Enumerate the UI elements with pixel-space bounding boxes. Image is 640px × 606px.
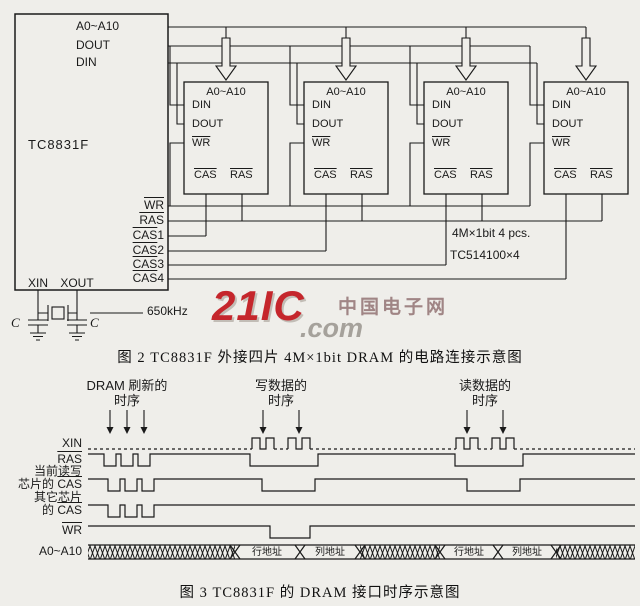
dram3-pin-ras: RAS bbox=[470, 169, 493, 181]
watermark-site-name: 中国电子网 bbox=[338, 297, 449, 318]
main-chip-name: TC8831F bbox=[28, 137, 90, 152]
dram1-pin-wr: WR bbox=[192, 137, 211, 149]
annotation-refresh-line1: DRAM 刷新的 bbox=[86, 378, 168, 393]
dram4-pin-dout: DOUT bbox=[552, 118, 584, 130]
dram4-pin-wr: WR bbox=[552, 137, 571, 149]
dram-part-note: 4M×1bit 4 pcs. bbox=[452, 226, 531, 240]
figure3-caption: 图 3 TC8831F 的 DRAM 接口时序示意图 bbox=[179, 585, 461, 601]
dram2-pin-ras: RAS bbox=[350, 169, 373, 181]
main-chip-pin-ras: RAS bbox=[139, 213, 164, 227]
dram1-pin-din: DIN bbox=[192, 99, 211, 111]
crystal-frequency-label: 650kHz bbox=[147, 304, 188, 318]
main-chip-pin-wr: WR bbox=[144, 198, 164, 212]
bus-label-col-address-1: 列地址 bbox=[315, 547, 345, 558]
dram-chip-boxes bbox=[183, 81, 629, 195]
dram1-pin-dout: DOUT bbox=[192, 118, 224, 130]
dram2-pin-addr: A0~A10 bbox=[326, 86, 366, 98]
dram2-pin-din: DIN bbox=[312, 99, 331, 111]
signal-label-other-chip-line1: 其它芯片 bbox=[33, 490, 82, 504]
annotation-read-line2: 时序 bbox=[471, 393, 498, 408]
dram4-pin-addr: A0~A10 bbox=[566, 86, 606, 98]
dram1-pin-addr: A0~A10 bbox=[206, 86, 246, 98]
dram4-pin-ras: RAS bbox=[590, 169, 613, 181]
signal-label-ras: RAS bbox=[57, 452, 82, 466]
main-chip-pin-xin: XIN bbox=[27, 276, 48, 290]
bus-label-row-address-1: 行地址 bbox=[252, 547, 282, 558]
main-chip-box bbox=[14, 13, 169, 291]
dram3-pin-cas: CAS bbox=[434, 169, 457, 181]
timing-annotation-arrows bbox=[106, 410, 507, 434]
dram3-pin-din: DIN bbox=[432, 99, 451, 111]
address-bus-arrows bbox=[214, 37, 598, 81]
signal-label-wr: WR bbox=[62, 523, 82, 537]
dram2-pin-dout: DOUT bbox=[312, 118, 344, 130]
main-chip-pin-cas4: CAS4 bbox=[132, 271, 164, 285]
dram4-pin-cas: CAS bbox=[554, 169, 577, 181]
dram2-pin-cas: CAS bbox=[314, 169, 337, 181]
annotation-read-line1: 读数据的 bbox=[458, 378, 511, 393]
capacitor-label-left: C bbox=[11, 315, 20, 330]
bus-label-row-address-2: 行地址 bbox=[454, 547, 484, 558]
annotation-write-line1: 写数据的 bbox=[254, 378, 307, 393]
dram-part-number: TC514100×4 bbox=[450, 248, 520, 262]
signal-label-current-chip-cas: 芯片的 CAS bbox=[17, 477, 82, 491]
dram3-pin-wr: WR bbox=[432, 137, 451, 149]
figure2-caption: 图 2 TC8831F 外接四片 4M×1bit DRAM 的电路连接示意图 bbox=[117, 350, 523, 366]
dram1-pin-ras: RAS bbox=[230, 169, 253, 181]
main-chip-pin-cas2: CAS2 bbox=[132, 243, 164, 257]
watermark-dotcom: .com bbox=[300, 313, 364, 343]
crystal-oscillator-circuit bbox=[28, 290, 143, 341]
signal-label-addr-bus: A0~A10 bbox=[38, 544, 82, 558]
main-chip-pin-addr: A0~A10 bbox=[76, 19, 120, 33]
address-bus-band bbox=[88, 544, 635, 560]
signal-label-current-chip-line1: 当前读写 bbox=[33, 464, 82, 478]
dram3-pin-dout: DOUT bbox=[432, 118, 464, 130]
circuit-wiring bbox=[168, 26, 603, 280]
signal-label-other-chip-cas: 的 CAS bbox=[41, 503, 82, 517]
timing-waveforms bbox=[88, 437, 635, 539]
dram1-pin-cas: CAS bbox=[194, 169, 217, 181]
annotation-write-line2: 时序 bbox=[267, 393, 294, 408]
dram4-pin-din: DIN bbox=[552, 99, 571, 111]
main-chip-pin-xout: XOUT bbox=[60, 276, 94, 290]
capacitor-label-right: C bbox=[90, 315, 99, 330]
main-chip-pin-dout: DOUT bbox=[76, 38, 110, 52]
main-chip-pin-cas3: CAS3 bbox=[132, 257, 164, 271]
annotation-refresh-line2: 时序 bbox=[113, 393, 140, 408]
dram2-pin-wr: WR bbox=[312, 137, 331, 149]
signal-label-xin: XIN bbox=[61, 436, 82, 450]
dram3-pin-addr: A0~A10 bbox=[446, 86, 486, 98]
main-chip-pin-din: DIN bbox=[76, 55, 97, 69]
bus-label-col-address-2: 列地址 bbox=[512, 547, 542, 558]
watermark-brand: 21IC bbox=[212, 282, 305, 329]
main-chip-pin-cas1: CAS1 bbox=[132, 228, 164, 242]
